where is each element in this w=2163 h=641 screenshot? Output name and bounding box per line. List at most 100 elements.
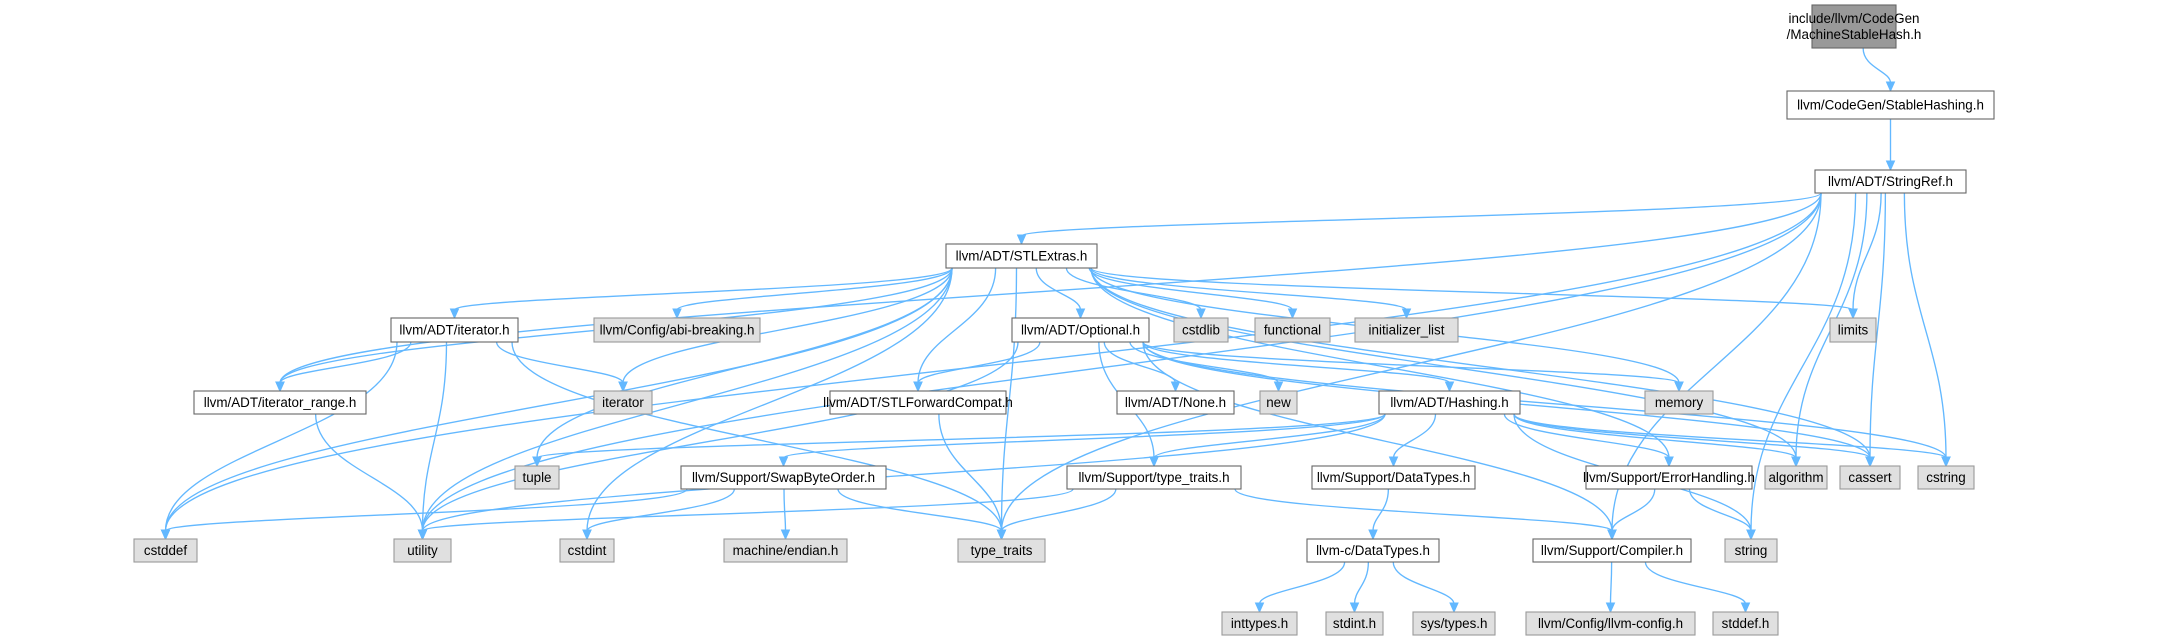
node-none-h[interactable]: llvm/ADT/None.h [1116, 390, 1235, 415]
edge-stlextras-to-optional [1035, 267, 1086, 320]
node-label: memory [1655, 395, 1704, 410]
node-compiler[interactable]: llvm/Support/Compiler.h [1532, 538, 1692, 563]
node-root[interactable]: include/llvm/CodeGen/MachineStableHash.h [1787, 4, 1922, 49]
edge-iterator_h-to-iterator [495, 341, 628, 393]
node-label: llvm/CodeGen/StableHashing.h [1797, 98, 1984, 113]
node-label: llvm/ADT/iterator.h [399, 323, 509, 338]
node-inttypes: inttypes.h [1221, 611, 1298, 636]
edge-compiler-to-stddef [1644, 561, 1751, 614]
edge-optional-to-hashing [1142, 341, 1455, 393]
edge-layer [160, 47, 1951, 614]
edge-optional-to-new [1129, 341, 1284, 393]
node-abi-breaking: llvm/Config/abi-breaking.h [593, 317, 761, 343]
edge-stlextras-to-errorhandling [1090, 267, 1674, 468]
node-label: new [1266, 395, 1291, 410]
node-label: type_traits [971, 543, 1033, 558]
edge-swapbyteorder-to-machine_endian [780, 488, 791, 541]
node-label: llvm/Config/llvm-config.h [1538, 616, 1683, 631]
node-functional: functional [1254, 317, 1331, 343]
edge-iterator_range-to-utility [314, 413, 428, 541]
edge-stringref-to-limits [1848, 192, 1882, 320]
node-hashing[interactable]: llvm/ADT/Hashing.h [1378, 390, 1521, 415]
node-initializer-list: initializer_list [1354, 317, 1459, 343]
edge-stlextras-to-iterator_h [449, 267, 953, 320]
node-cstdint: cstdint [559, 538, 615, 563]
node-label: sys/types.h [1421, 616, 1488, 631]
node-machine-endian: machine/endian.h [723, 538, 848, 563]
node-cstddef: cstddef [133, 538, 198, 563]
edge-hashing-to-algorithm [1513, 413, 1801, 468]
edge-type_traits_h-to-type_traits [996, 488, 1117, 541]
edge-datatypes_support-to-c_datatypes [1368, 488, 1390, 541]
node-type-traits: type_traits [957, 538, 1046, 563]
node-layer: include/llvm/CodeGen/MachineStableHash.h… [133, 4, 1995, 636]
node-iterator-range[interactable]: llvm/ADT/iterator_range.h [193, 390, 367, 415]
node-label: /MachineStableHash.h [1787, 27, 1922, 42]
edge-stringref-to-iterator_range [275, 192, 1822, 393]
node-label: llvm/Support/type_traits.h [1078, 470, 1229, 485]
node-label: llvm/ADT/Optional.h [1021, 323, 1140, 338]
edge-hashing-to-datatypes_support [1388, 413, 1437, 468]
node-label: utility [407, 543, 438, 558]
node-c-datatypes[interactable]: llvm-c/DataTypes.h [1306, 538, 1440, 563]
node-cstring: cstring [1917, 465, 1975, 490]
edge-stlextras-to-limits [1090, 267, 1858, 320]
node-sys-types: sys/types.h [1412, 611, 1496, 636]
node-string: string [1724, 538, 1778, 563]
edge-hashing-to-swapbyteorder [778, 413, 1386, 468]
node-label: cassert [1848, 470, 1891, 485]
node-type-traits-h[interactable]: llvm/Support/type_traits.h [1066, 465, 1242, 490]
edge-hashing-to-cassert [1513, 413, 1875, 468]
node-label: initializer_list [1369, 323, 1445, 338]
node-label: tuple [522, 470, 551, 485]
node-tuple: tuple [514, 465, 560, 490]
edge-stlextras-to-initializer_list [1090, 267, 1412, 320]
node-cassert: cassert [1839, 465, 1901, 490]
edge-stlextras-to-cassert [1090, 267, 1875, 468]
edge-stringref-to-stlextras [1016, 192, 1822, 246]
node-label: stddef.h [1722, 616, 1770, 631]
edge-swapbyteorder-to-cstdint [582, 488, 736, 541]
node-stlforwardcompat[interactable]: llvm/ADT/STLForwardCompat.h [823, 390, 1013, 415]
node-label: algorithm [1768, 470, 1823, 485]
node-stlextras[interactable]: llvm/ADT/STLExtras.h [945, 243, 1098, 269]
node-label: cstddef [144, 543, 187, 558]
node-label: stdint.h [1333, 616, 1376, 631]
node-cstdlib: cstdlib [1173, 317, 1229, 343]
edge-stringref-to-cstring [1903, 192, 1951, 468]
node-limits: limits [1829, 317, 1877, 343]
node-stddef: stddef.h [1712, 611, 1779, 636]
edge-errorhandling-to-string [1688, 488, 1756, 541]
edge-optional-to-memory [1142, 341, 1684, 393]
edge-errorhandling-to-compiler [1607, 488, 1656, 541]
node-label: llvm/Support/Compiler.h [1541, 543, 1683, 558]
node-stdint: stdint.h [1325, 611, 1384, 636]
node-label: limits [1838, 323, 1869, 338]
node-label: llvm/ADT/STLExtras.h [956, 249, 1088, 264]
node-label: llvm/Support/DataTypes.h [1317, 470, 1470, 485]
node-stringref[interactable]: llvm/ADT/StringRef.h [1814, 169, 1967, 194]
node-optional[interactable]: llvm/ADT/Optional.h [1011, 317, 1150, 343]
node-label: include/llvm/CodeGen [1789, 11, 1920, 26]
edge-stlextras-to-functional [1088, 267, 1298, 320]
node-iterator-h[interactable]: llvm/ADT/iterator.h [390, 317, 519, 343]
node-llvm-config: llvm/Config/llvm-config.h [1525, 611, 1696, 636]
edge-c_datatypes-to-sys_types [1392, 561, 1459, 614]
edge-c_datatypes-to-inttypes [1254, 561, 1346, 614]
edge-hashing-to-errorhandling [1503, 413, 1674, 468]
node-label: llvm/ADT/Hashing.h [1390, 395, 1508, 410]
edge-iterator_h-to-iterator_range [275, 341, 412, 393]
edge-optional-to-stlforwardcompat [913, 341, 1041, 393]
edge-hashing-to-tuple [532, 413, 1386, 468]
edge-type_traits_h-to-compiler [1234, 488, 1617, 541]
node-datatypes-support[interactable]: llvm/Support/DataTypes.h [1311, 465, 1476, 490]
edge-swapbyteorder-to-type_traits [837, 488, 1007, 541]
node-label: llvm/ADT/None.h [1125, 395, 1226, 410]
node-errorhandling[interactable]: llvm/Support/ErrorHandling.h [1583, 465, 1755, 490]
node-stablehashing[interactable]: llvm/CodeGen/StableHashing.h [1786, 90, 1995, 120]
edge-type_traits_h-to-utility [417, 488, 1074, 541]
node-label: llvm/ADT/STLForwardCompat.h [823, 395, 1013, 410]
edge-c_datatypes-to-stdint [1349, 561, 1370, 614]
node-swapbyteorder[interactable]: llvm/Support/SwapByteOrder.h [680, 465, 887, 490]
